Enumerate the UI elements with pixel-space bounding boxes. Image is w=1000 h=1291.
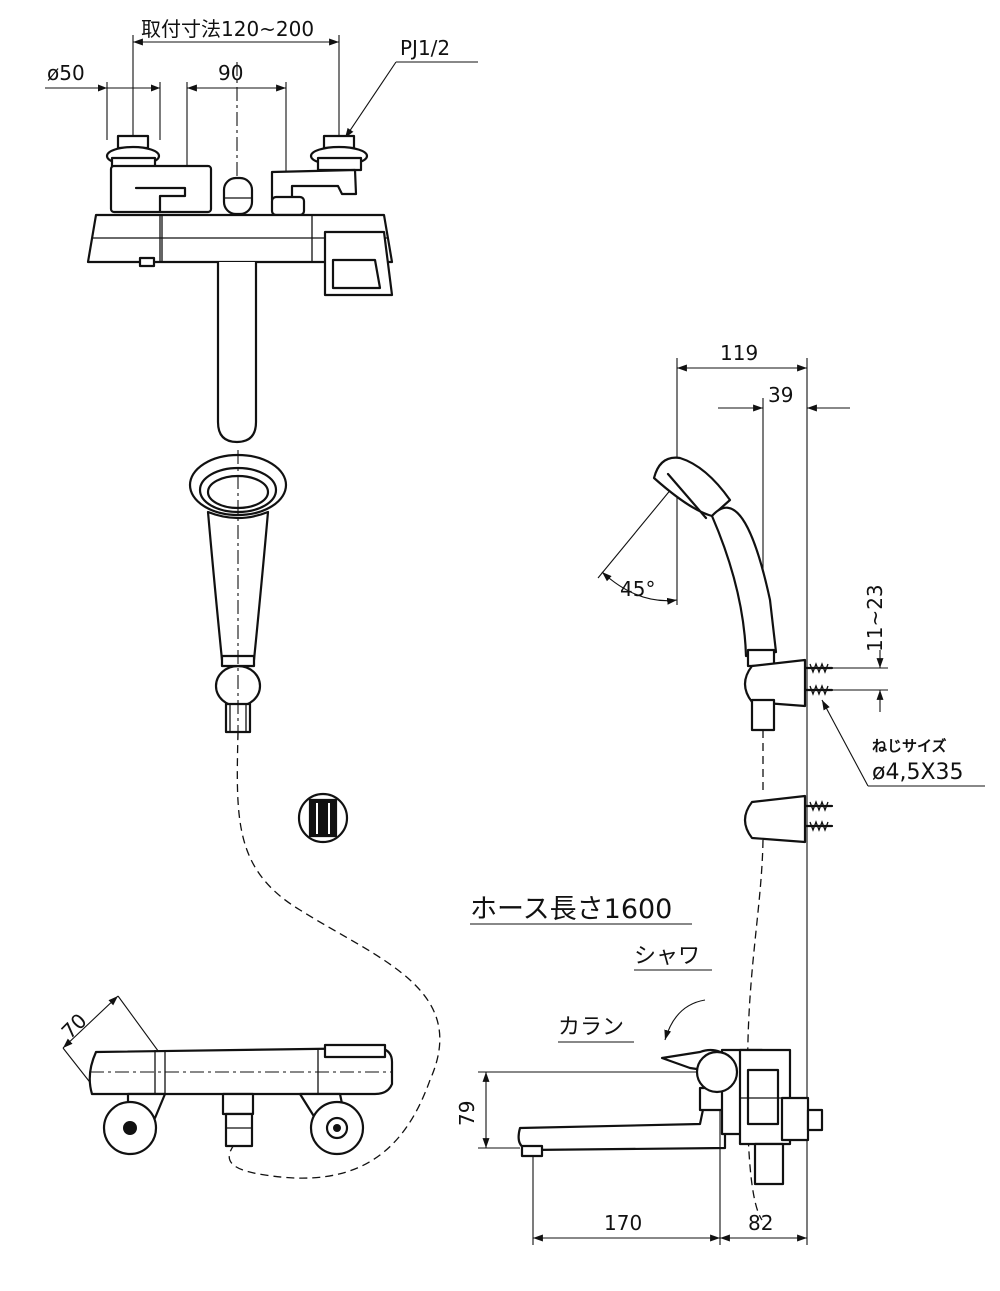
mount-range-label: 取付寸法120~200 — [141, 17, 314, 41]
height-79-label: 79 — [455, 1101, 479, 1126]
depth-70-label: 70 — [57, 1009, 92, 1044]
shower-head-front — [188, 450, 288, 740]
diameter-50-label: ø50 — [47, 61, 85, 85]
screw-size-label: ø4,5X35 — [872, 760, 964, 785]
perspective-body: 70 — [57, 995, 394, 1156]
side-view-shower: 119 39 45° 11~23 ねじサイズ ø4,5X35 — [597, 341, 985, 1245]
karan-label: カラン — [558, 1015, 624, 1040]
shower-label: シャワ — [634, 944, 700, 969]
depth-119-label: 119 — [720, 341, 758, 365]
side-view-body: 79 170 82 — [455, 1048, 824, 1245]
bracket-range-label: 11~23 — [863, 584, 887, 652]
wall-82-label: 82 — [748, 1211, 773, 1235]
top-view: 取付寸法120~200 ø50 90 PJ1/2 — [45, 17, 478, 444]
hose-path — [228, 731, 441, 1179]
screw-label: ねじサイズ — [872, 737, 947, 755]
offset-39-label: 39 — [768, 383, 793, 407]
hose-holder — [297, 792, 349, 844]
spout-170-label: 170 — [604, 1211, 642, 1235]
pipe-thread-label: PJ1/2 — [400, 36, 450, 60]
angle-45-label: 45° — [620, 577, 655, 601]
hose-length-label: ホース長さ1600 — [470, 894, 672, 925]
width-90-label: 90 — [218, 61, 243, 85]
